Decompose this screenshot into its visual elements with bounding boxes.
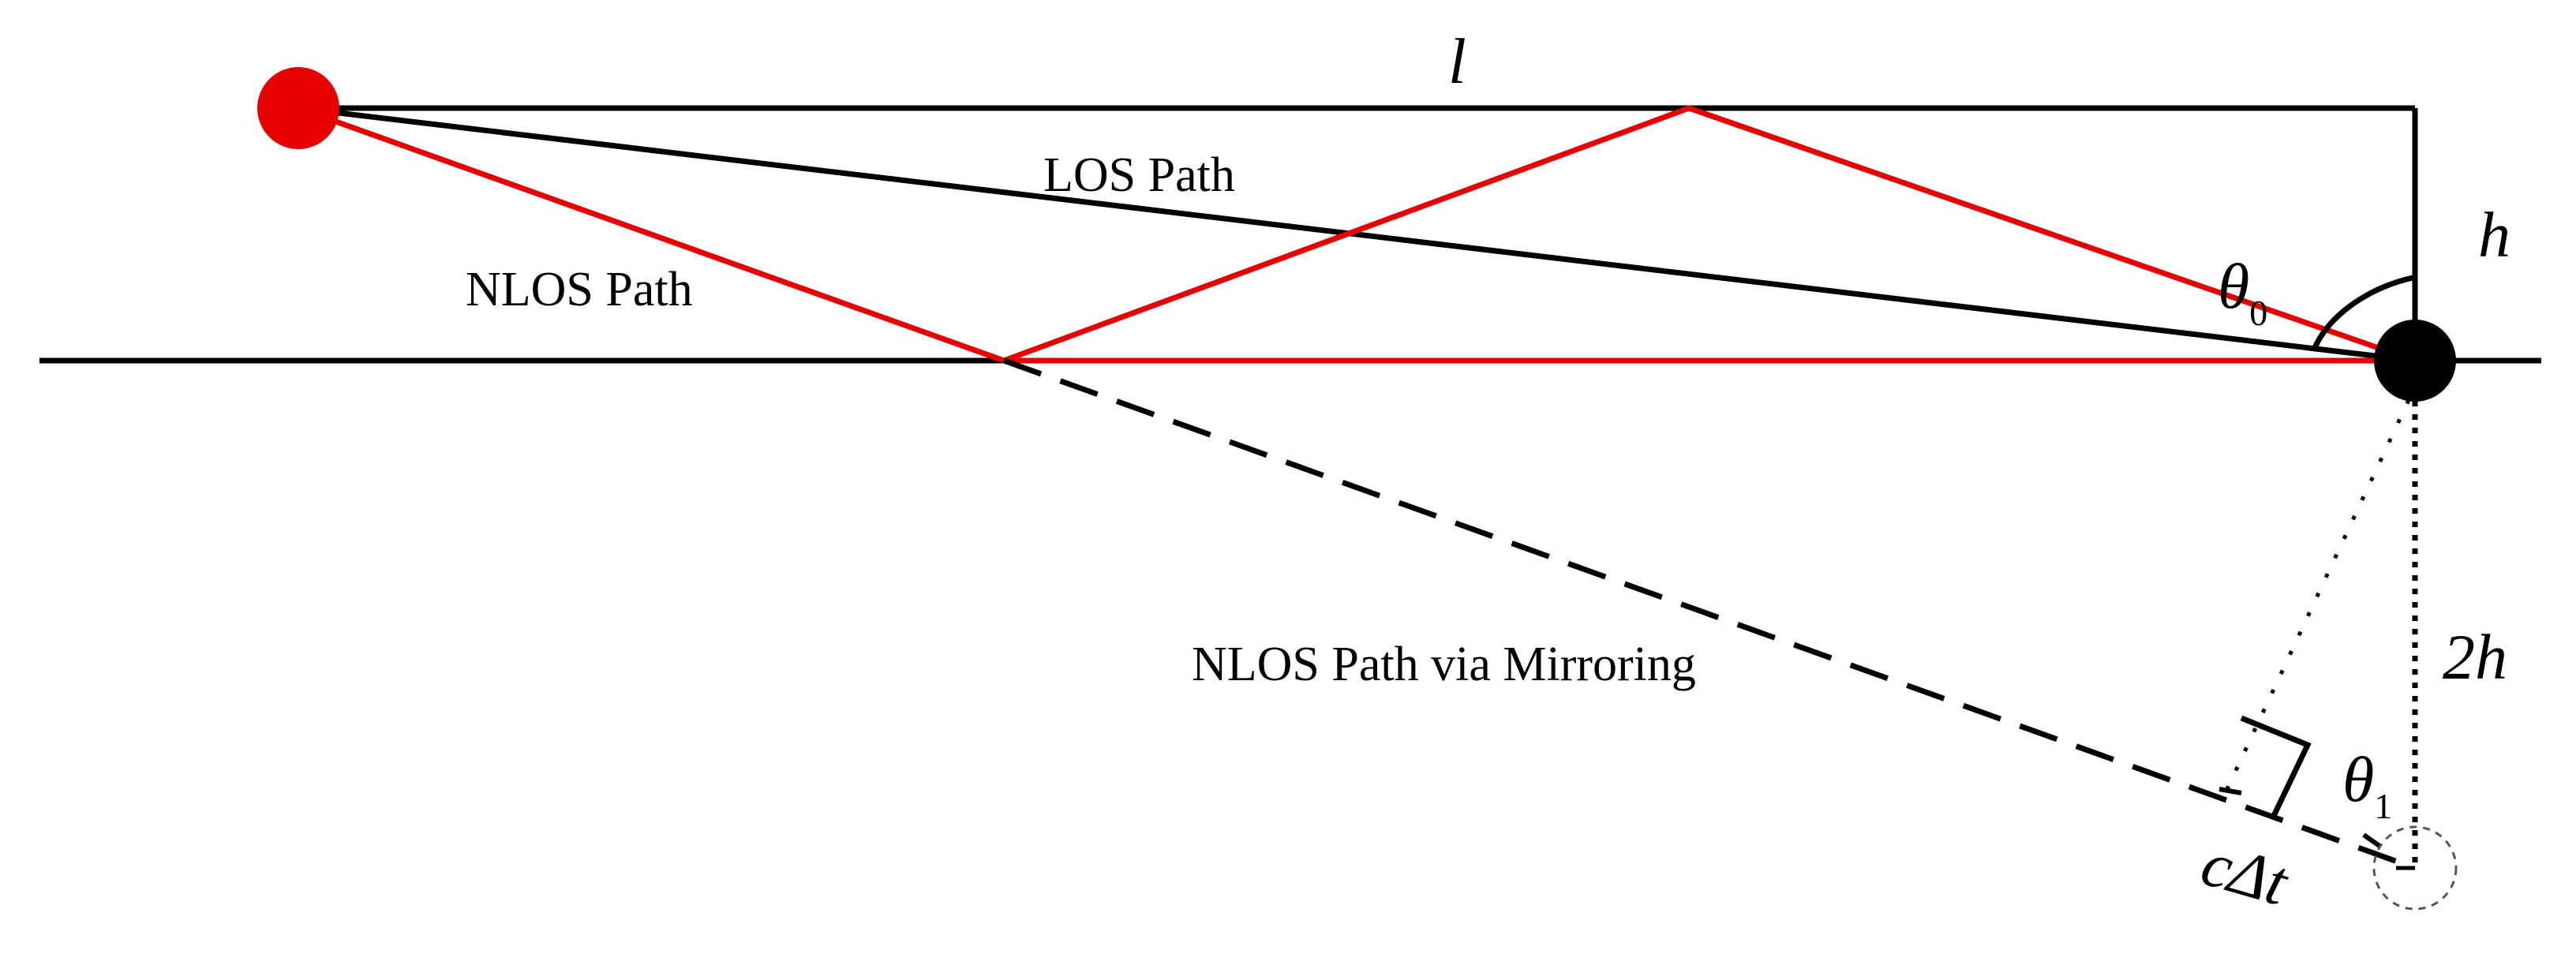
label-theta1: θ1	[2342, 743, 2392, 826]
nlos-mirror-path-line	[1002, 357, 2417, 871]
mirrored-receiver-node	[2372, 825, 2458, 911]
label-theta0-symbol: θ	[2218, 250, 2249, 322]
label-theta0: θ0	[2218, 250, 2267, 333]
label-c-delta-t: cΔt	[2194, 827, 2297, 920]
nlos-ceiling-reflection-path	[1002, 105, 2417, 364]
label-h: h	[2478, 199, 2510, 271]
projection-dotted-line	[2225, 398, 2411, 791]
c-delta-t-tick-right	[2362, 832, 2381, 848]
label-2h: 2h	[2443, 621, 2507, 693]
receiver-node	[2374, 320, 2456, 402]
label-l: l	[1448, 25, 1466, 97]
label-theta1-symbol: θ	[2342, 743, 2374, 815]
label-nlos-mirror-path: NLOS Path via Mirroring	[1192, 638, 1696, 691]
label-nlos-path: NLOS Path	[466, 263, 693, 316]
label-theta1-subscript: 1	[2374, 786, 2392, 826]
label-los-path: LOS Path	[1043, 148, 1235, 202]
theta0-angle-arc	[2311, 275, 2413, 351]
transmitter-node	[257, 67, 339, 149]
right-angle-marker	[2240, 715, 2312, 819]
label-theta0-subscript: 0	[2249, 293, 2267, 333]
c-delta-t-tick-left	[2218, 787, 2242, 795]
los-path-line	[298, 105, 2416, 364]
